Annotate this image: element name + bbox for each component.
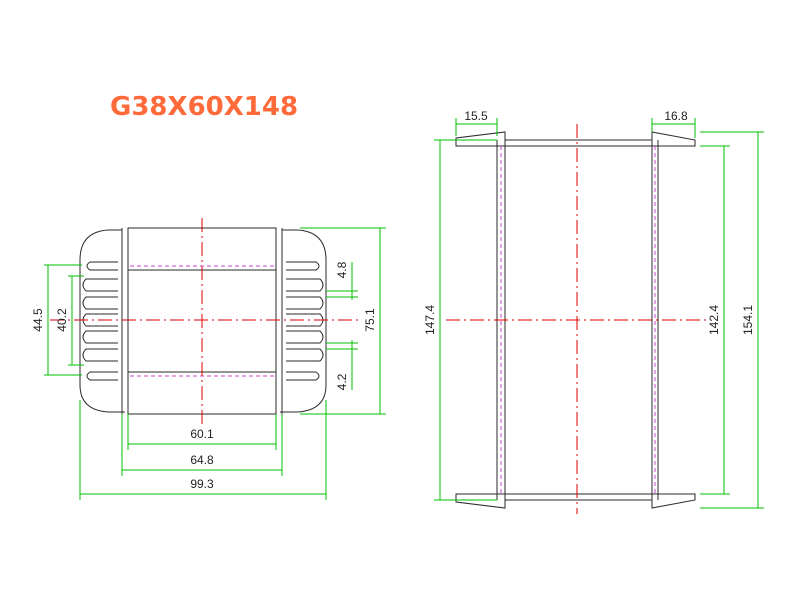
left-fins bbox=[82, 261, 118, 381]
dim-bobbin-width: 64.8 bbox=[190, 453, 214, 467]
front-outer-body bbox=[79, 229, 125, 413]
dim-inner-length: 142.4 bbox=[707, 305, 721, 335]
dim-overall-length: 154.1 bbox=[741, 305, 755, 335]
dim-left-flange: 15.5 bbox=[464, 109, 488, 123]
dim-body-length: 147.4 bbox=[423, 305, 437, 335]
dim-height-outer: 44.5 bbox=[31, 308, 45, 332]
dim-fin-top: 4.8 bbox=[335, 261, 349, 278]
part-number-title: G38X60X148 bbox=[110, 92, 299, 122]
right-fins bbox=[286, 261, 324, 381]
dim-overall-width: 99.3 bbox=[190, 477, 214, 491]
front-view: 44.5 40.2 4.8 4.2 75.1 60.1 64.8 99.3 bbox=[31, 218, 386, 500]
dim-fin-bottom: 4.2 bbox=[335, 373, 349, 390]
dim-height-inner: 40.2 bbox=[55, 308, 69, 332]
dim-total-height: 75.1 bbox=[363, 308, 377, 332]
dim-right-flange: 16.8 bbox=[664, 109, 688, 123]
side-bottom-flange bbox=[455, 493, 696, 509]
dim-window-width: 60.1 bbox=[190, 427, 214, 441]
side-top-flange bbox=[455, 131, 696, 147]
side-view: 15.5 16.8 147.4 142.4 154.1 bbox=[423, 109, 764, 514]
